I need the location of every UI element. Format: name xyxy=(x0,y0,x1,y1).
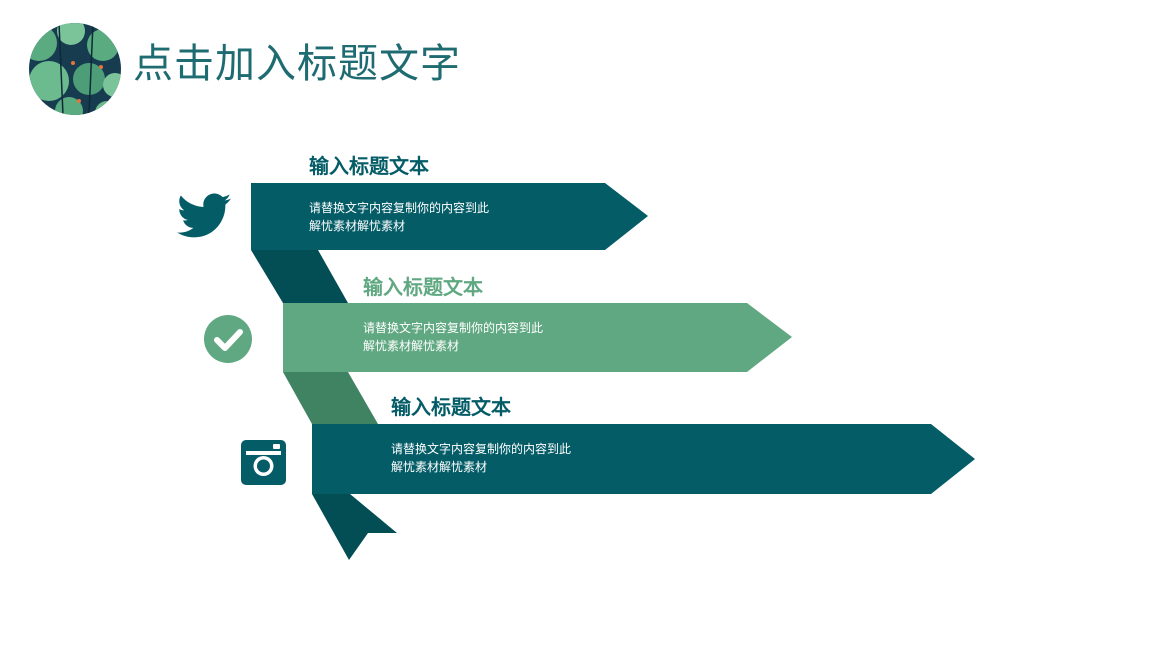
arrow-band-3 xyxy=(312,424,975,494)
ribbon-fold-1 xyxy=(251,250,348,303)
item-3-title: 输入标题文本 xyxy=(391,395,511,419)
arrow-band-2 xyxy=(283,303,792,372)
item-1-body-line-1: 请替换文字内容复制你的内容到此 xyxy=(309,201,490,215)
ribbon-tail xyxy=(312,494,397,560)
item-3-body-line-1: 请替换文字内容复制你的内容到此 xyxy=(391,442,572,456)
logo-pattern-circle xyxy=(29,23,121,115)
instagram-icon xyxy=(241,440,286,485)
item-1-title: 输入标题文本 xyxy=(309,154,429,178)
ribbon-fold-2 xyxy=(283,372,378,424)
item-3-body: 请替换文字内容复制你的内容到此 解忧素材解忧素材 xyxy=(391,440,571,476)
item-1-body: 请替换文字内容复制你的内容到此 解忧素材解忧素材 xyxy=(309,199,489,235)
check-circle-icon xyxy=(204,315,252,363)
item-2-body-line-1: 请替换文字内容复制你的内容到此 xyxy=(363,321,544,335)
item-2-title: 输入标题文本 xyxy=(363,275,483,299)
page-title: 点击加入标题文字 xyxy=(133,41,461,87)
item-1-body-line-2: 解忧素材解忧素材 xyxy=(309,219,406,233)
arrow-band-1 xyxy=(251,183,648,250)
item-3-body-line-2: 解忧素材解忧素材 xyxy=(391,460,488,474)
item-2-body-line-2: 解忧素材解忧素材 xyxy=(363,339,460,353)
item-2-body: 请替换文字内容复制你的内容到此 解忧素材解忧素材 xyxy=(363,319,543,355)
twitter-bird-icon xyxy=(177,193,231,238)
